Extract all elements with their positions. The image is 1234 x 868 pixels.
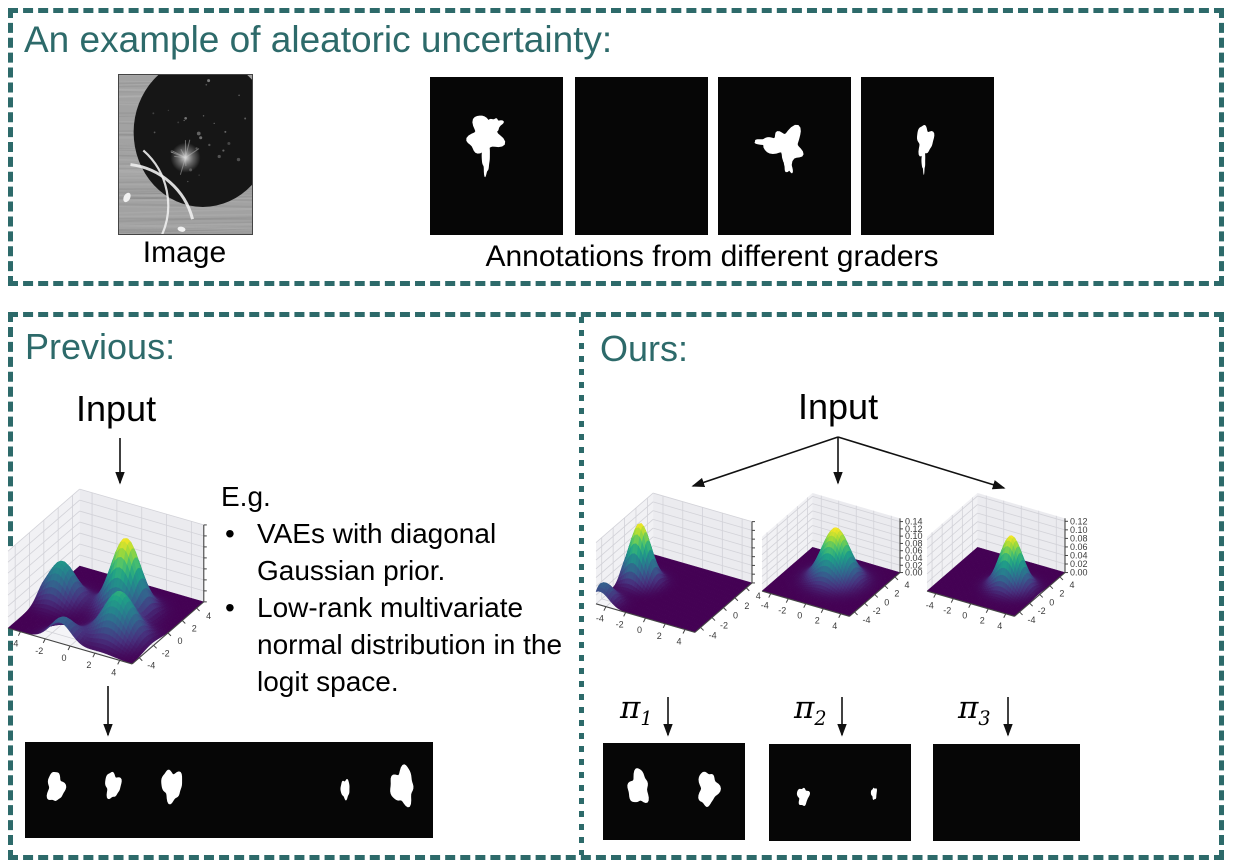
pi-3-label: π3 (958, 690, 991, 731)
ours-output-mask-3 (933, 744, 1080, 841)
image-label: Image (142, 236, 227, 269)
aleatoric-example-panel (8, 8, 1224, 286)
ours-input-label: Input (798, 386, 879, 427)
eg-text-block: E.g. VAEs with diagonal Gaussian prior. … (221, 478, 573, 700)
eg-heading: E.g. (221, 481, 271, 512)
bullet-lowrank: Low-rank multivariate normal distributio… (221, 589, 573, 700)
previous-input-label: Input (76, 388, 157, 429)
grader-annotation-3 (718, 77, 851, 235)
ours-output-mask-2 (769, 744, 911, 841)
bullet-vae: VAEs with diagonal Gaussian prior. (221, 515, 573, 589)
previous-distribution-chart (6, 486, 218, 698)
grader-annotation-4 (861, 77, 994, 235)
top-panel-title: An example of aleatoric uncertainty: (24, 19, 613, 60)
ours-pi1-chart (594, 490, 764, 698)
pi-1-label: π1 (620, 690, 653, 731)
ours-title: Ours: (600, 328, 689, 369)
ct-image (118, 74, 253, 235)
panel-divider (579, 317, 584, 855)
eg-bullet-list: VAEs with diagonal Gaussian prior. Low-r… (221, 515, 573, 700)
ours-pi2-chart (760, 490, 936, 698)
grader-annotation-2 (575, 77, 708, 235)
ours-pi3-chart (925, 490, 1101, 698)
previous-output-mask (25, 742, 433, 838)
grader-annotation-1 (430, 77, 563, 235)
ours-output-mask-1 (603, 743, 745, 840)
previous-title: Previous: (25, 326, 176, 367)
annotations-label: Annotations from different graders (485, 240, 939, 273)
pi-2-label: π2 (794, 690, 827, 731)
